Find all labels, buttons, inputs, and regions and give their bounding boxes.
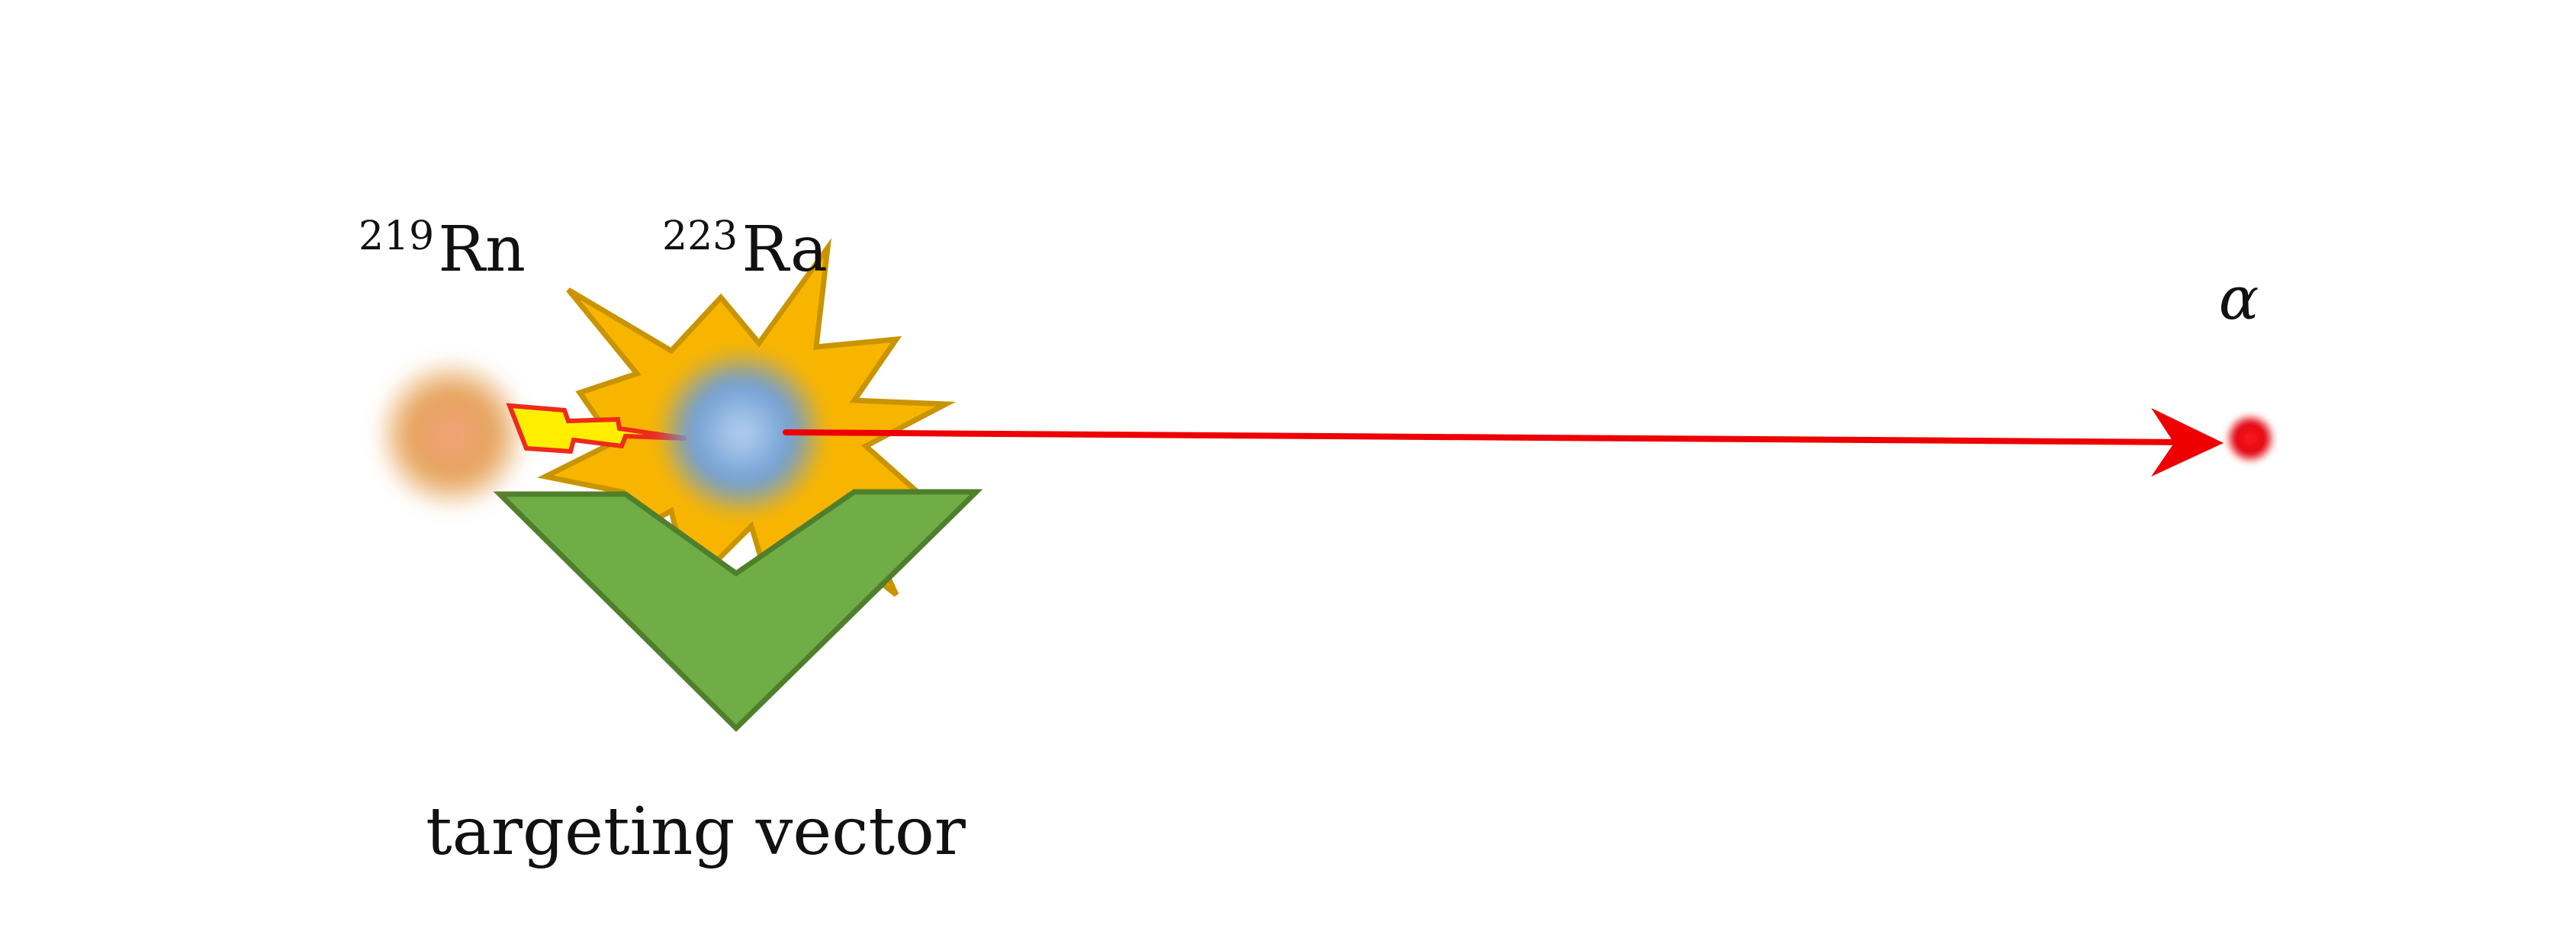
radon-symbol: Rn [438, 214, 526, 286]
targeting-vector-label: targeting vector [426, 794, 966, 870]
radium-label: 223 Ra [662, 214, 828, 286]
radon-label: 219 Rn [359, 214, 526, 286]
radium-atom-icon [656, 348, 827, 519]
arrowhead-icon [2151, 408, 2224, 477]
lightning-bolt-icon [506, 403, 687, 454]
alpha-label: α [2219, 265, 2259, 333]
radium-mass-number: 223 [662, 214, 738, 259]
alpha-trajectory-line [783, 429, 2192, 445]
alpha-particle-icon [2225, 413, 2275, 464]
radon-atom-icon [374, 357, 529, 512]
targeting-vector-icon [493, 489, 983, 732]
radium-symbol: Ra [741, 214, 828, 286]
radon-mass-number: 219 [359, 214, 434, 259]
